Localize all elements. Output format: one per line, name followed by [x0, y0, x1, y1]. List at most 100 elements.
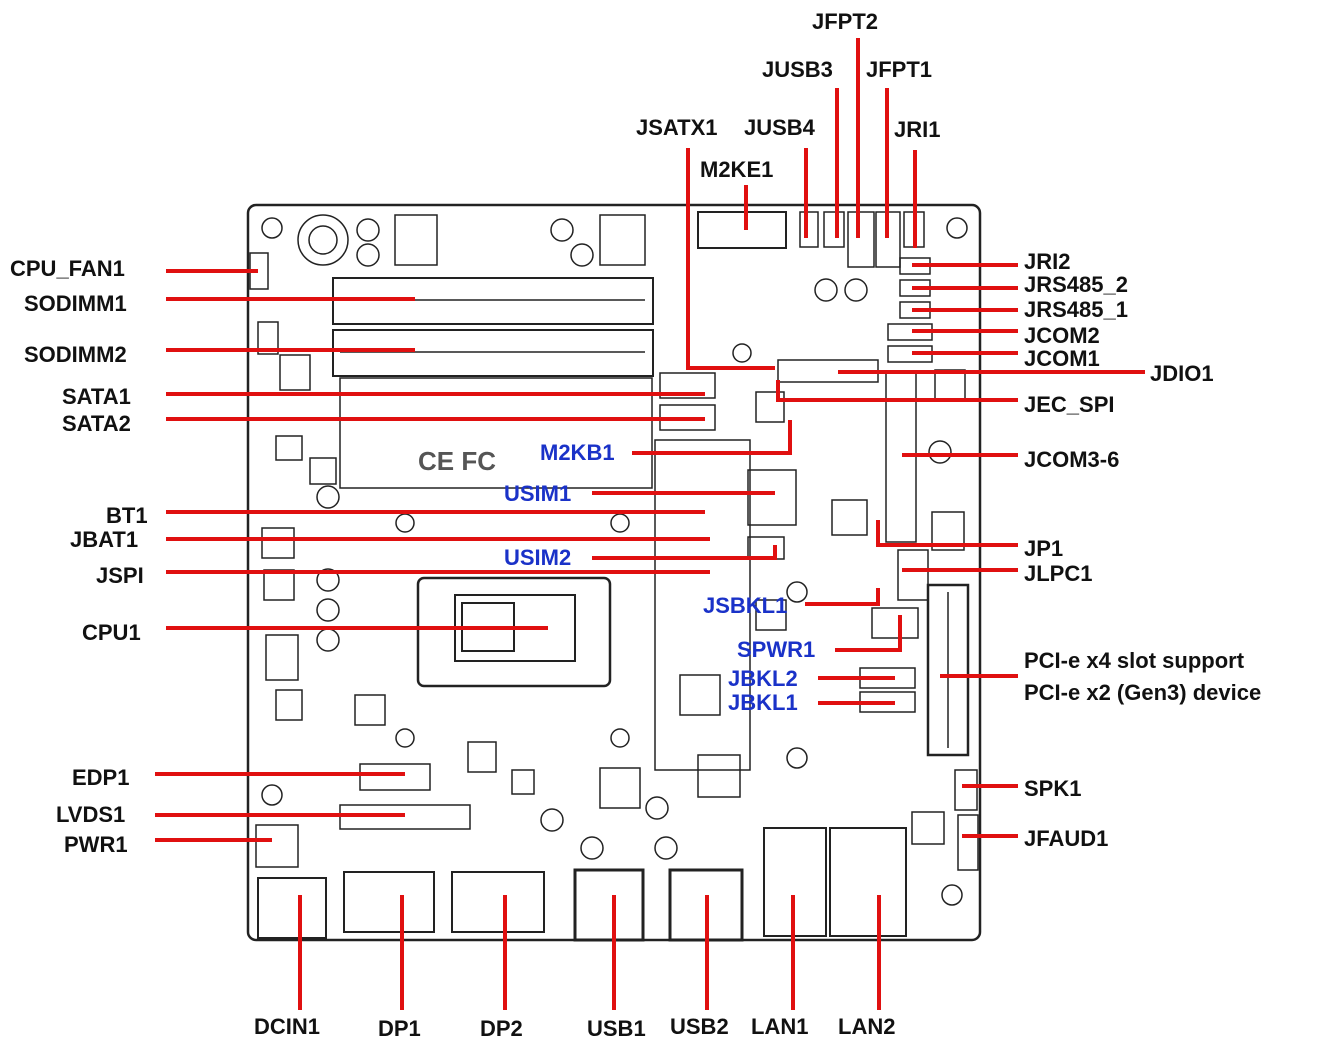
component: [279, 354, 311, 391]
label-jec-spi: JEC_SPI: [1024, 392, 1115, 417]
label-cpu1: CPU1: [82, 620, 141, 645]
chip: [934, 369, 966, 401]
dp-port-2: [451, 871, 545, 933]
battery-cell: [308, 225, 338, 255]
label-jsatx1: JSATX1: [636, 115, 718, 140]
label-jfaud1: JFAUD1: [1024, 826, 1108, 851]
label-sata2: SATA2: [62, 411, 131, 436]
label-spk1: SPK1: [1024, 776, 1081, 801]
label-dp1: DP1: [378, 1016, 421, 1041]
usb-header-jusb4: [799, 211, 819, 248]
capacitor: [540, 808, 564, 832]
label-jdio1: JDIO1: [1150, 361, 1214, 386]
component: [261, 527, 295, 559]
label-jbkl2: JBKL2: [728, 666, 798, 691]
inductor: [599, 214, 646, 266]
leader-lines: [155, 38, 1145, 1010]
leader-spwr1: [835, 615, 902, 652]
mounting-hole: [395, 513, 415, 533]
usim-slot-2: [747, 536, 785, 560]
capacitor: [645, 796, 669, 820]
label-usb2: USB2: [670, 1014, 729, 1039]
component: [275, 689, 303, 721]
component: [275, 435, 303, 461]
inductor: [394, 214, 438, 266]
label-jusb3: JUSB3: [762, 57, 833, 82]
mounting-hole: [261, 217, 283, 239]
chip: [599, 767, 641, 809]
label-jsbkl1: JSBKL1: [703, 593, 787, 618]
audio-codec: [911, 811, 945, 845]
label-lvds1: LVDS1: [56, 802, 125, 827]
label-m2kb1: M2KB1: [540, 440, 615, 465]
label-sata1: SATA1: [62, 384, 131, 409]
label-sodimm2: SODIMM2: [24, 342, 127, 367]
cpu-package: [416, 576, 612, 688]
capacitor: [316, 568, 340, 592]
mounting-hole: [610, 728, 630, 748]
chip: [511, 769, 535, 795]
lan-port-2: [829, 827, 907, 937]
capacitor: [814, 278, 838, 302]
leader-jsatx1: [686, 148, 775, 370]
leader-jec-spi: [776, 380, 1018, 402]
label-edp1: EDP1: [72, 765, 129, 790]
label-lan2: LAN2: [838, 1014, 895, 1039]
label-jbkl1: JBKL1: [728, 690, 798, 715]
pwr1-connector: [255, 824, 299, 868]
label-jspi: JSPI: [96, 563, 144, 588]
capacitor: [316, 598, 340, 622]
capacitor: [928, 440, 952, 464]
label-sodimm1: SODIMM1: [24, 291, 127, 316]
label-jri2: JRI2: [1024, 249, 1070, 274]
label-lan1: LAN1: [751, 1014, 808, 1039]
label-spwr1: SPWR1: [737, 637, 815, 662]
capacitor: [356, 218, 380, 242]
capacitor: [316, 628, 340, 652]
sodimm-slot-2: [332, 329, 654, 377]
label-usb1: USB1: [587, 1016, 646, 1041]
board: [246, 203, 982, 942]
label-jcom2: JCOM2: [1024, 323, 1100, 348]
capacitor: [550, 218, 574, 242]
mounting-hole: [732, 343, 752, 363]
leader-jsbkl1: [805, 588, 880, 606]
leader-usim2: [592, 545, 777, 560]
capacitor: [316, 485, 340, 509]
board-certification-marks: CE FC: [418, 446, 496, 476]
leader-jp1: [876, 520, 1018, 547]
capacitor: [356, 243, 380, 267]
component: [263, 569, 295, 601]
pcie-slot: [926, 583, 970, 757]
label-pcie-line2: PCI-e x2 (Gen3) device: [1024, 680, 1261, 705]
capacitor: [570, 243, 594, 267]
usim-slot-1: [747, 469, 797, 526]
usb-port-1: [573, 868, 645, 942]
speaker-header: [954, 769, 978, 811]
label-cpu-fan1: CPU_FAN1: [10, 256, 125, 281]
mounting-hole: [610, 513, 630, 533]
label-jlpc1: JLPC1: [1024, 561, 1092, 586]
jec-spi-header: [755, 391, 785, 423]
mounting-hole: [261, 784, 283, 806]
label-pcie-line1: PCI-e x4 slot support: [1024, 648, 1245, 673]
chip: [831, 499, 868, 536]
jlpc1-header: [897, 549, 929, 601]
component: [257, 321, 279, 355]
m2-key-b-area: [654, 439, 751, 771]
capacitor: [654, 836, 678, 860]
sodimm-module-area: [339, 377, 653, 489]
label-pwr1: PWR1: [64, 832, 128, 857]
chip: [354, 694, 386, 726]
label-jri1: JRI1: [894, 117, 940, 142]
mounting-hole: [395, 728, 415, 748]
label-jbat1: JBAT1: [70, 527, 138, 552]
label-bt1: BT1: [106, 503, 148, 528]
label-jfpt2: JFPT2: [812, 9, 878, 34]
inductor: [265, 634, 299, 681]
capacitor: [580, 836, 604, 860]
label-jfpt1: JFPT1: [866, 57, 932, 82]
front-panel-header-2: [847, 211, 875, 268]
mounting-hole: [786, 747, 808, 769]
chip: [697, 754, 741, 798]
